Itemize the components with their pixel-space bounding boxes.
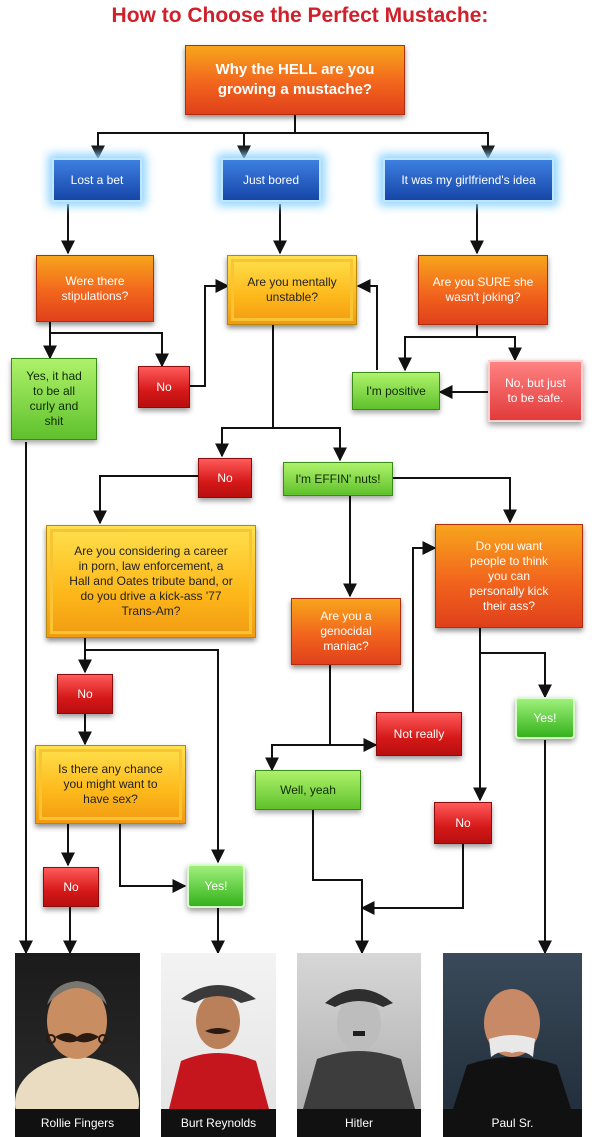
answer-no-unstable: No xyxy=(198,458,252,498)
arrow-kick-to-yes xyxy=(479,628,552,699)
arrow-sex-to-yes xyxy=(119,824,187,893)
result-name: Rollie Fingers xyxy=(15,1109,140,1137)
answer-no-sex: No xyxy=(43,867,99,907)
choice-lost-bet: Lost a bet xyxy=(52,158,142,202)
arrow-why-to-bet xyxy=(91,115,296,160)
answer-im-positive: I'm positive xyxy=(352,372,440,410)
rollie-fingers-portrait-icon xyxy=(15,981,139,1137)
arrow-nuts-to-kick xyxy=(392,477,517,524)
answer-yes-curly: Yes, it had to be all curly and shit xyxy=(11,358,97,440)
arrow-genocidal-to-notreally xyxy=(329,665,378,752)
question-mentally-unstable: Are you mentally unstable? xyxy=(227,255,357,325)
arrow-nokick-to-hitler xyxy=(360,844,464,915)
question-career: Are you considering a career in porn, la… xyxy=(46,525,256,638)
burt-reynolds-portrait-icon xyxy=(169,985,269,1109)
arrow-why-to-gf xyxy=(295,132,495,160)
choice-girlfriend-idea: It was my girlfriend's idea xyxy=(383,158,554,202)
arrow-no-to-unstable xyxy=(185,279,230,387)
answer-yes-kick: Yes! xyxy=(515,697,575,739)
answer-no-stipulations: No xyxy=(138,366,190,408)
question-sure-not-joking: Are you SURE she wasn't joking? xyxy=(418,255,548,325)
arrow-sure-to-nosafe xyxy=(477,336,522,362)
answer-no-kick: No xyxy=(434,802,492,844)
arrow-notreally-to-kick xyxy=(412,541,437,712)
choice-just-bored: Just bored xyxy=(221,158,321,202)
arrow-unstable-to-nuts xyxy=(273,427,347,462)
answer-yes-sex: Yes! xyxy=(187,864,245,908)
arrow-genocidal-to-wellyeah xyxy=(265,744,330,772)
hitler-portrait-icon xyxy=(303,989,415,1109)
arrow-sure-to-positive xyxy=(398,325,478,372)
answer-not-really: Not really xyxy=(376,712,462,756)
page-title: How to Choose the Perfect Mustache: xyxy=(111,4,489,27)
result-name: Hitler xyxy=(297,1109,421,1137)
result-burt-reynolds: Burt Reynolds xyxy=(161,953,276,1137)
arrow-unstable-to-no xyxy=(215,325,274,458)
question-stipulations: Were there stipulations? xyxy=(36,255,154,322)
arrow-wellyeah-to-hitler xyxy=(312,810,369,955)
question-have-sex: Is there any chance you might want to ha… xyxy=(35,745,186,824)
answer-no-career: No xyxy=(57,674,113,714)
arrow-no-to-career xyxy=(93,475,198,525)
paul-sr-portrait-icon xyxy=(453,989,571,1109)
answer-well-yeah: Well, yeah xyxy=(255,770,361,810)
result-paul-sr: Paul Sr. xyxy=(443,953,582,1137)
arrow-positive-to-unstable xyxy=(356,279,378,370)
result-name: Burt Reynolds xyxy=(161,1109,276,1137)
answer-effin-nuts: I'm EFFIN' nuts! xyxy=(283,462,393,496)
answer-no-just-safe: No, but just to be safe. xyxy=(488,360,583,422)
arrow-career-to-yes xyxy=(85,649,225,864)
result-rollie-fingers: Rollie Fingers xyxy=(15,953,140,1137)
arrow-stip-to-no xyxy=(50,332,169,368)
result-hitler: Hitler xyxy=(297,953,421,1137)
question-genocidal-maniac: Are you a genocidal maniac? xyxy=(291,598,401,665)
result-name: Paul Sr. xyxy=(443,1109,582,1137)
question-why: Why the HELL are you growing a mustache? xyxy=(185,45,405,115)
question-kick-their-ass: Do you want people to think you can pers… xyxy=(435,524,583,628)
